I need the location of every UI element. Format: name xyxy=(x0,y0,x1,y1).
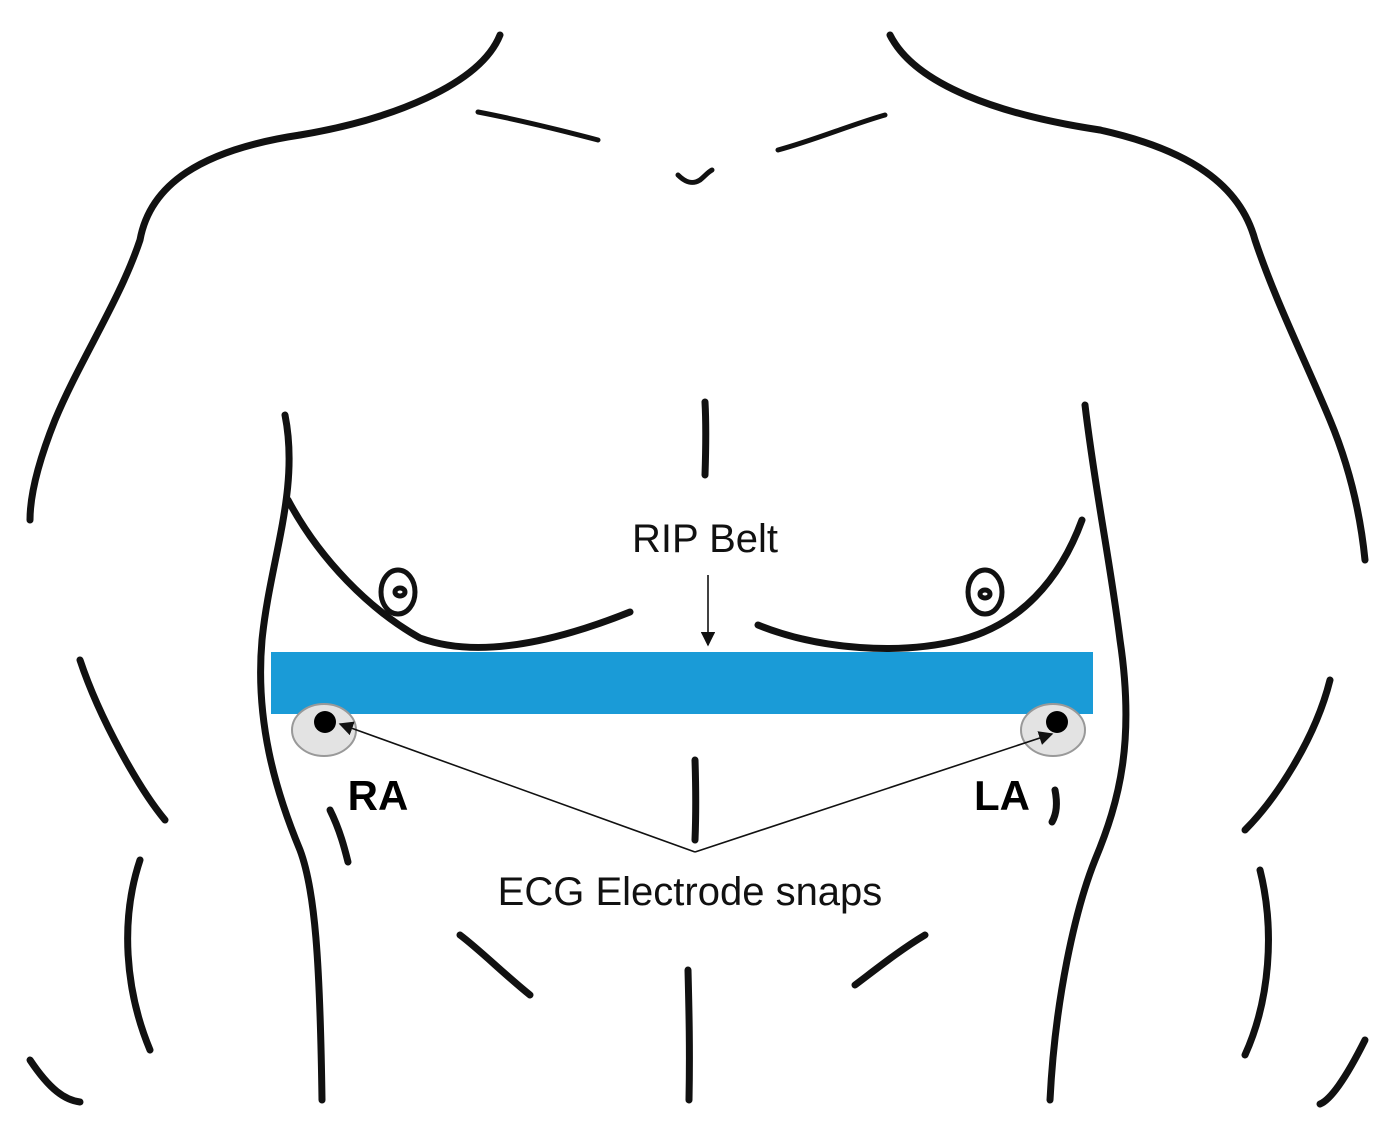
left-flank-line xyxy=(124,856,154,1054)
sternal-notch-line xyxy=(675,167,715,185)
right-torso-side-line xyxy=(1046,401,1130,1104)
left-hip-line xyxy=(26,1056,84,1106)
left-arm-inner-line xyxy=(76,656,169,824)
la-electrode-snap xyxy=(1046,711,1068,733)
ecg-electrodes-label: ECG Electrode snaps xyxy=(498,870,883,914)
chest-lines xyxy=(284,398,1086,1104)
right-pectoral-line xyxy=(754,516,1086,652)
nipples xyxy=(378,567,1005,617)
torso-outline xyxy=(26,31,1369,1108)
neck-right-line xyxy=(886,31,1104,134)
left-shoulder-arm-line xyxy=(26,131,304,524)
ra-label: RA xyxy=(348,772,409,819)
rip-belt-label: RIP Belt xyxy=(632,517,778,561)
neck-left-line xyxy=(296,31,504,139)
la-label: LA xyxy=(974,772,1030,819)
left-collarbone-line xyxy=(475,109,601,143)
left-abdominal-line xyxy=(851,931,929,989)
rip-belt-group: RIP Belt xyxy=(271,517,1093,714)
left-pectoral-line xyxy=(284,496,634,651)
collarbones xyxy=(475,109,888,185)
right-arm-inner-line xyxy=(1241,676,1334,834)
right-oblique-line xyxy=(326,806,352,866)
ra-electrode-snap xyxy=(314,711,336,733)
right-collarbone-line xyxy=(775,112,888,153)
left-oblique-line xyxy=(1048,786,1060,826)
right-hip-line xyxy=(1316,1036,1369,1108)
sternum-line xyxy=(701,398,710,479)
linea-alba-lower xyxy=(684,966,693,1104)
electrodes-group: RA LA ECG Electrode snaps xyxy=(291,703,1086,914)
rip-belt xyxy=(271,652,1093,714)
la-electrode-arrow xyxy=(694,731,1054,853)
right-abdominal-line xyxy=(456,931,534,999)
left-nipple-inner xyxy=(977,587,993,601)
right-nipple-outer xyxy=(378,567,418,617)
right-nipple-inner xyxy=(392,585,408,599)
right-flank-line xyxy=(1241,866,1272,1059)
linea-alba-middle xyxy=(691,756,700,844)
ra-electrode-arrow xyxy=(338,721,696,853)
left-nipple-outer xyxy=(965,567,1005,617)
right-shoulder-arm-line xyxy=(1096,126,1369,564)
left-torso-side-line xyxy=(257,411,326,1104)
abdomen-lines xyxy=(326,786,1060,999)
